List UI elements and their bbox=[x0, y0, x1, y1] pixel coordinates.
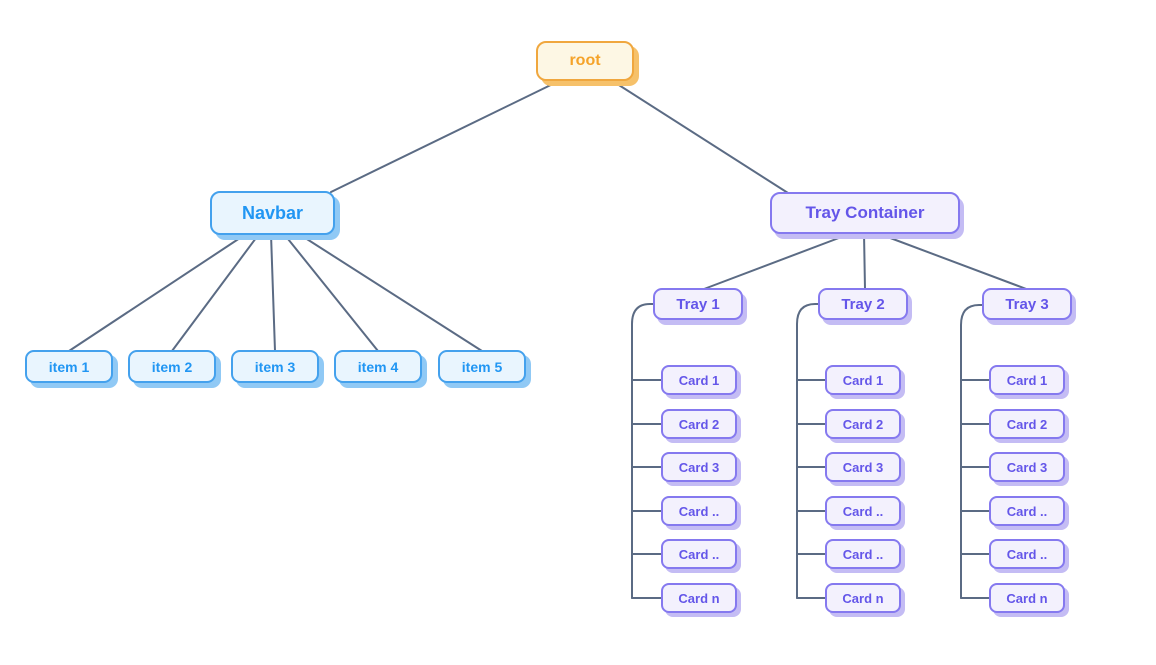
node-item-3[interactable]: item 3 bbox=[231, 350, 319, 383]
node-tray2-card-4[interactable]: Card .. bbox=[825, 496, 901, 526]
node-tray2-card-1[interactable]: Card 1 bbox=[825, 365, 901, 395]
node-tray1-card-6[interactable]: Card n bbox=[661, 583, 737, 613]
node-tray1-card-1[interactable]: Card 1 bbox=[661, 365, 737, 395]
node-tray-1[interactable]: Tray 1 bbox=[653, 288, 743, 320]
node-tray1-card-2[interactable]: Card 2 bbox=[661, 409, 737, 439]
spine-tray-2 bbox=[796, 303, 820, 599]
node-item-2[interactable]: item 2 bbox=[128, 350, 216, 383]
spine-tray-1 bbox=[631, 303, 655, 599]
edge-container-tray-1 bbox=[703, 232, 853, 290]
edge-container-tray-3 bbox=[876, 232, 1030, 291]
edge-navbar-item-3 bbox=[270, 233, 276, 352]
node-tray-3[interactable]: Tray 3 bbox=[982, 288, 1072, 320]
node-tray1-card-3[interactable]: Card 3 bbox=[661, 452, 737, 482]
node-tray3-card-4[interactable]: Card .. bbox=[989, 496, 1065, 526]
edge-root-navbar bbox=[330, 79, 562, 193]
node-tray1-card-4[interactable]: Card .. bbox=[661, 496, 737, 526]
node-root[interactable]: root bbox=[536, 41, 634, 81]
node-navbar[interactable]: Navbar bbox=[210, 191, 335, 235]
edge-navbar-item-5 bbox=[298, 233, 483, 352]
edge-root-tray-container bbox=[610, 79, 789, 194]
node-tray-2[interactable]: Tray 2 bbox=[818, 288, 908, 320]
node-tray2-card-2[interactable]: Card 2 bbox=[825, 409, 901, 439]
node-tray3-card-1[interactable]: Card 1 bbox=[989, 365, 1065, 395]
node-tray3-card-3[interactable]: Card 3 bbox=[989, 452, 1065, 482]
edge-navbar-item-1 bbox=[68, 233, 247, 352]
edge-container-tray-2 bbox=[863, 232, 866, 290]
node-item-5[interactable]: item 5 bbox=[438, 350, 526, 383]
node-tray-container[interactable]: Tray Container bbox=[770, 192, 960, 234]
node-tray3-card-5[interactable]: Card .. bbox=[989, 539, 1065, 569]
node-item-1[interactable]: item 1 bbox=[25, 350, 113, 383]
node-item-4[interactable]: item 4 bbox=[334, 350, 422, 383]
edge-navbar-item-4 bbox=[283, 233, 379, 352]
edge-navbar-item-2 bbox=[171, 233, 260, 352]
node-tray3-card-6[interactable]: Card n bbox=[989, 583, 1065, 613]
node-tray2-card-6[interactable]: Card n bbox=[825, 583, 901, 613]
spine-tray-3 bbox=[960, 304, 984, 599]
node-tray2-card-5[interactable]: Card .. bbox=[825, 539, 901, 569]
node-tray1-card-5[interactable]: Card .. bbox=[661, 539, 737, 569]
node-tray3-card-2[interactable]: Card 2 bbox=[989, 409, 1065, 439]
node-tray2-card-3[interactable]: Card 3 bbox=[825, 452, 901, 482]
